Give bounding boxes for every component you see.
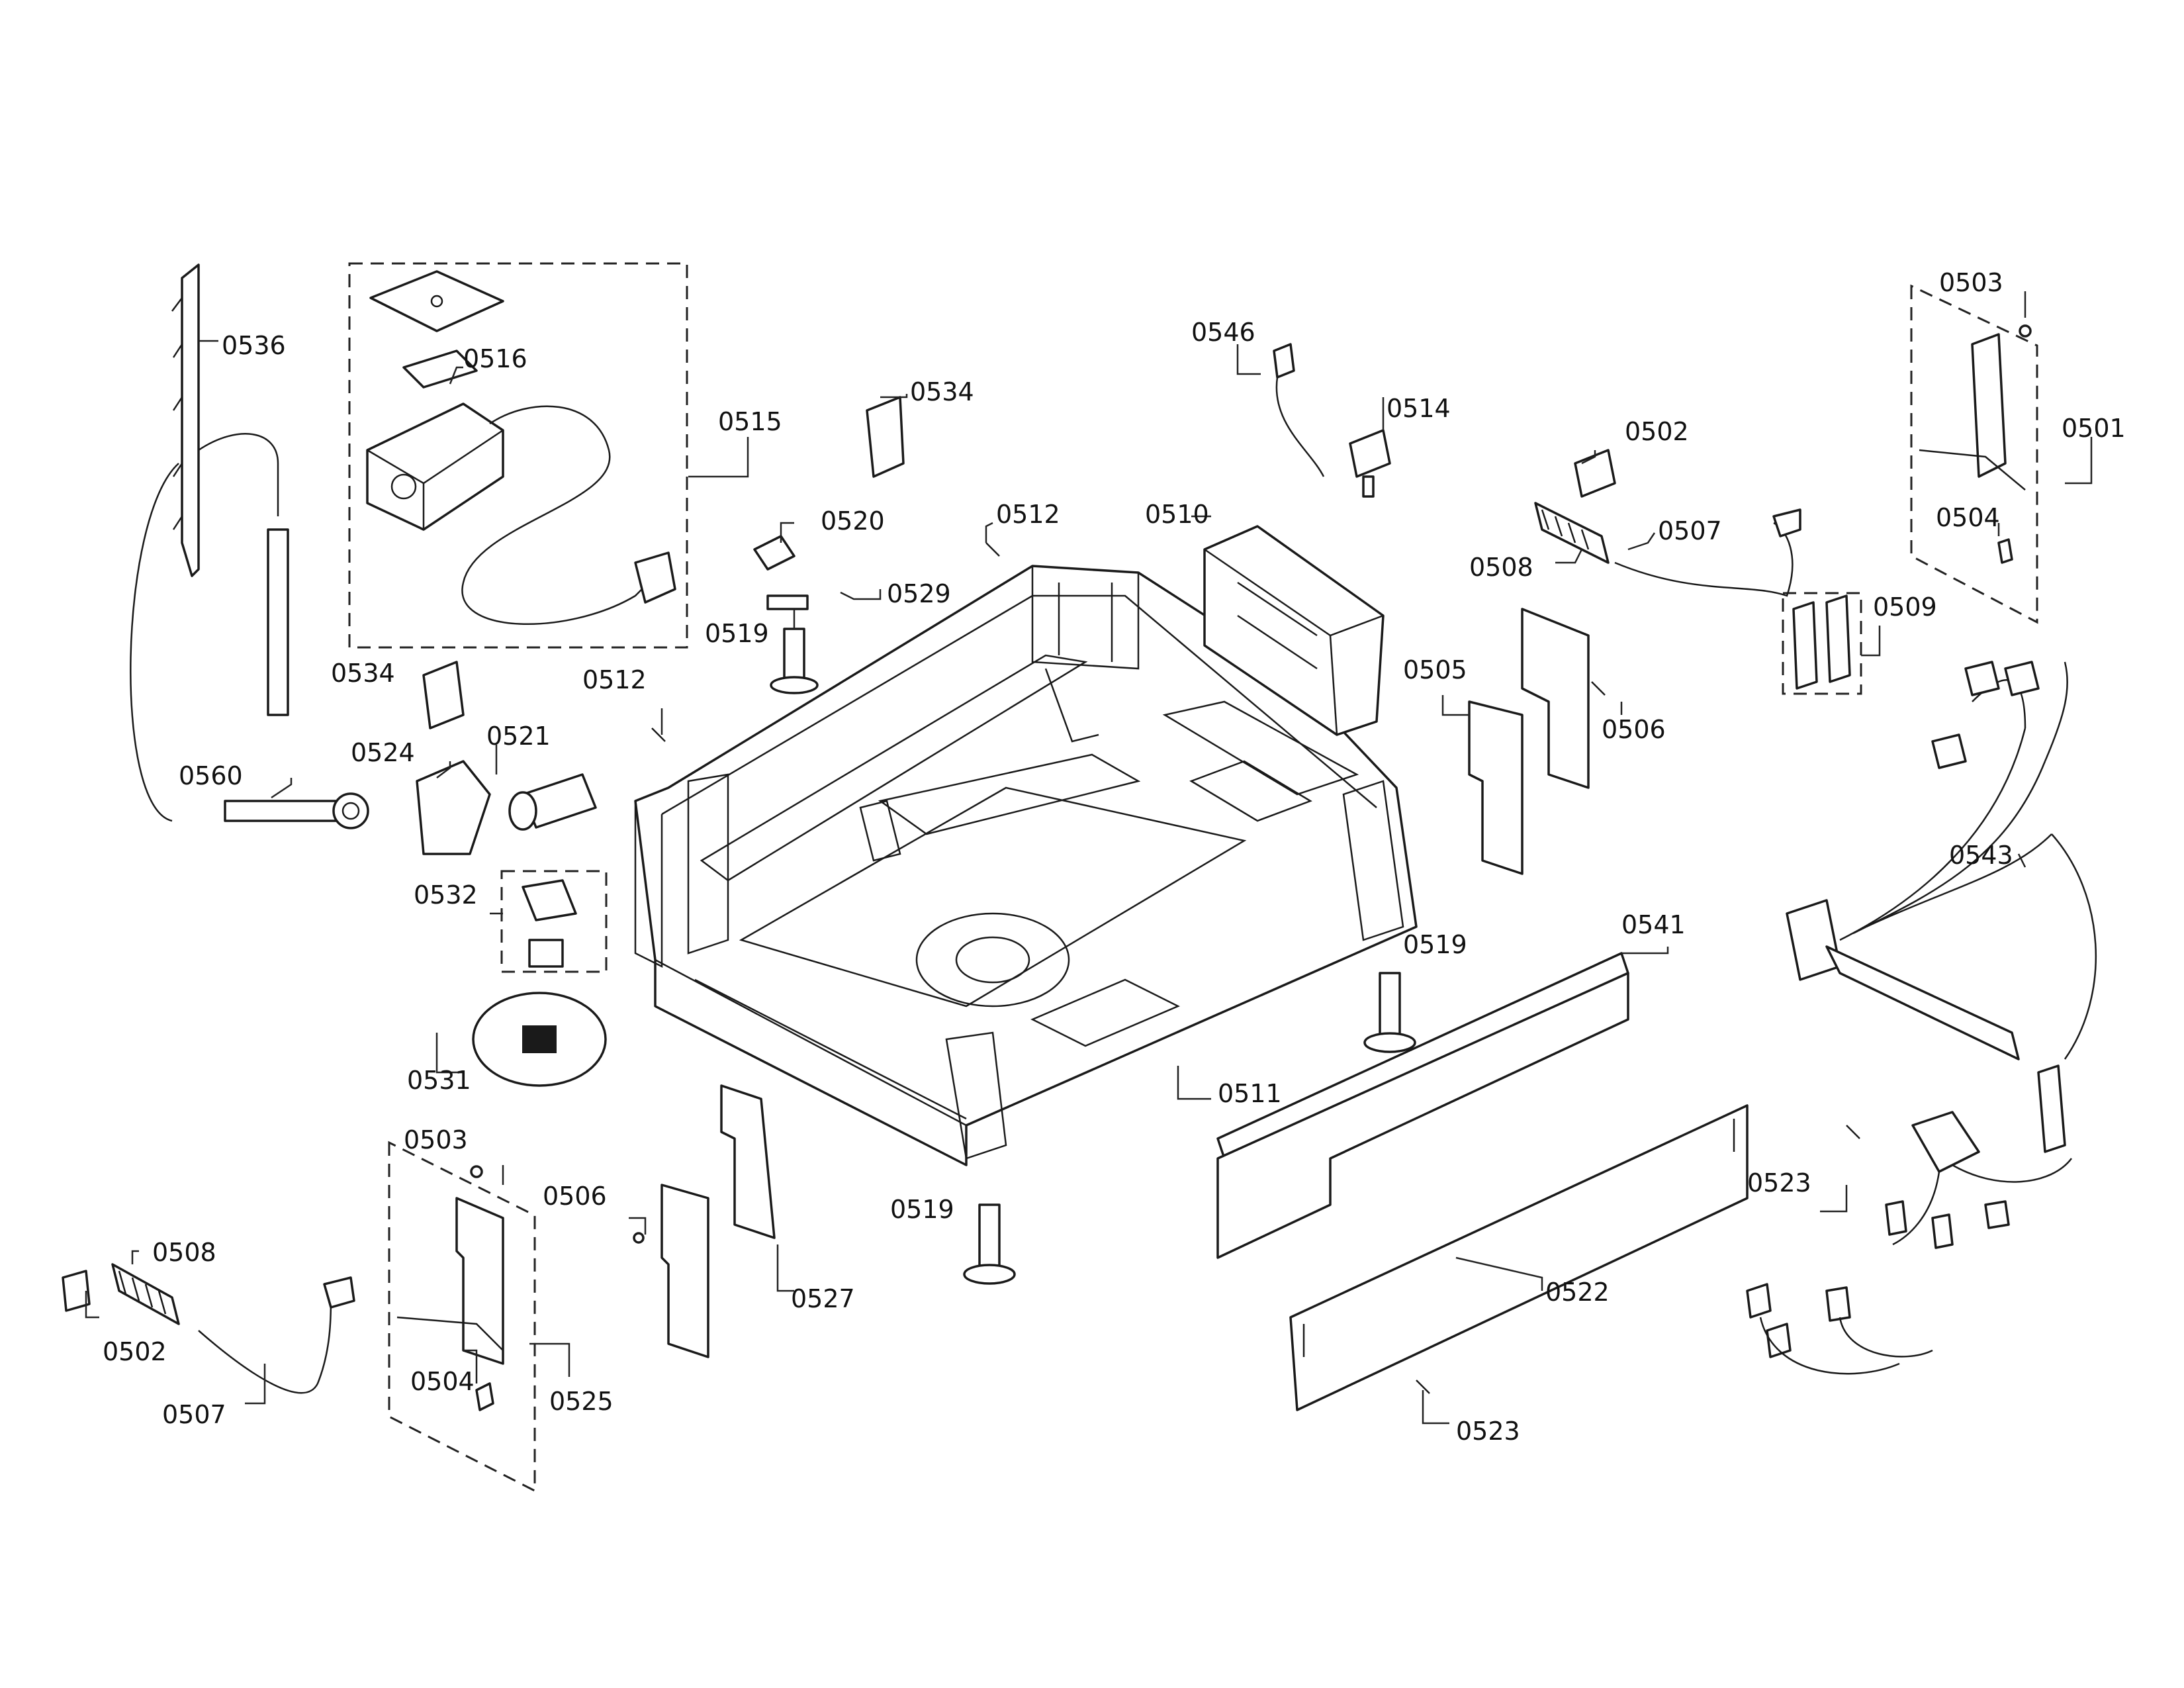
left-hinge-parts [62,1084,776,1411]
callout-0523-bottom[interactable]: 0523 [1456,1417,1520,1446]
callout-0509[interactable]: 0509 [1873,592,1937,622]
callout-0504-top[interactable]: 0504 [1936,503,2000,532]
callout-0503-top[interactable]: 0503 [1939,268,2003,297]
group-box-0515 [348,262,688,649]
callout-0508-top[interactable]: 0508 [1469,553,1533,582]
callout-0520[interactable]: 0520 [821,506,885,536]
leveling-feet [770,628,1416,1285]
callout-0532[interactable]: 0532 [414,880,478,910]
fill-tube [130,263,369,829]
control-module [1203,525,1385,736]
callout-0546[interactable]: 0546 [1191,318,1255,347]
callout-0531[interactable]: 0531 [407,1066,471,1095]
callout-0507-left[interactable]: 0507 [162,1400,226,1429]
callout-0524[interactable]: 0524 [351,738,415,767]
callout-0507-top[interactable]: 0507 [1658,516,1722,545]
sensors [1273,343,1391,498]
callout-0504-left[interactable]: 0504 [410,1367,475,1396]
callout-labels: 0536 0516 0515 0534 0520 0512 0529 0519 … [103,268,2126,1446]
callout-0512-left[interactable]: 0512 [582,665,647,694]
group-box-0525 [388,1141,536,1493]
callout-0525[interactable]: 0525 [549,1387,614,1416]
callout-0515[interactable]: 0515 [718,407,782,436]
callout-0506-left[interactable]: 0506 [543,1182,607,1211]
callout-0505[interactable]: 0505 [1403,655,1467,684]
callout-0543[interactable]: 0543 [1949,841,2013,870]
pump-assembly [366,270,676,625]
callout-0522[interactable]: 0522 [1545,1278,1610,1307]
callout-0514[interactable]: 0514 [1387,394,1451,423]
clips-and-valves [416,396,905,1087]
callout-0534-top[interactable]: 0534 [910,377,974,406]
callout-0503-left[interactable]: 0503 [404,1125,468,1154]
callout-0536[interactable]: 0536 [222,331,286,360]
callout-0519-bottom[interactable]: 0519 [890,1195,954,1224]
callout-0521[interactable]: 0521 [486,722,551,751]
wire-harness [1746,661,2097,1375]
callout-0523-right[interactable]: 0523 [1747,1168,1811,1197]
callout-0519-left[interactable]: 0519 [705,619,769,648]
callout-0511[interactable]: 0511 [1218,1079,1282,1108]
callout-0508-left[interactable]: 0508 [152,1238,216,1267]
toe-kick-panels [1216,952,1749,1411]
right-hinge-parts [1468,324,2032,875]
callout-0512-top[interactable]: 0512 [996,500,1060,529]
callout-0529[interactable]: 0529 [887,579,951,608]
group-box-0509 [1782,592,1862,695]
callout-0502-top[interactable]: 0502 [1625,417,1689,446]
leader-lines [85,291,2093,1425]
callout-0541[interactable]: 0541 [1621,910,1686,939]
callout-0516[interactable]: 0516 [463,344,527,373]
callout-0527[interactable]: 0527 [791,1284,855,1313]
callout-0506-right[interactable]: 0506 [1602,715,1666,744]
screws [651,542,1860,1394]
callout-0501[interactable]: 0501 [2062,414,2126,443]
callout-0534-left[interactable]: 0534 [331,659,395,688]
callout-0502-left[interactable]: 0502 [103,1337,167,1366]
group-box-0532 [500,870,608,973]
base-tub [634,565,1418,1166]
callout-0510[interactable]: 0510 [1145,500,1209,529]
callout-0560[interactable]: 0560 [179,761,243,790]
group-box-0501 [1910,284,2038,624]
callout-0519-right[interactable]: 0519 [1403,930,1467,959]
